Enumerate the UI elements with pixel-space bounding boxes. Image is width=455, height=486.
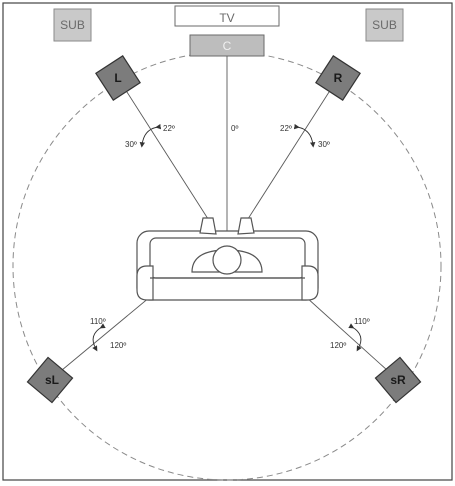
front-left-angle-outer: 30º <box>125 140 137 149</box>
front-left-angle-inner: 22º <box>163 124 175 133</box>
speaker-lines <box>49 56 399 381</box>
curved-arrow-icon <box>139 123 162 148</box>
front-right-angle-inner: 22º <box>280 124 292 133</box>
speaker-front-right-label: R <box>334 71 343 85</box>
center-speaker-label: C <box>223 39 232 53</box>
front-left-line <box>117 77 211 223</box>
center-speaker: C <box>189 34 265 57</box>
surround-right-line <box>305 296 399 381</box>
tv-label: TV <box>219 11 234 25</box>
surround-left-angle-outer: 120º <box>110 341 126 350</box>
speaker-front-left <box>95 55 141 101</box>
curved-arrow-icon <box>92 323 106 352</box>
subwoofer-right: SUB <box>365 8 404 42</box>
subwoofer-left: SUB <box>53 8 92 42</box>
surround-right-angle-outer: 120º <box>330 341 346 350</box>
subwoofer-left-label: SUB <box>60 18 85 32</box>
surround-left-angle-inner: 110º <box>90 317 106 326</box>
front-right-angle-outer: 30º <box>318 140 330 149</box>
speaker-surround-left <box>26 356 74 404</box>
speaker-front-right <box>315 55 361 101</box>
listener-icon <box>191 217 263 275</box>
surround-left-line <box>49 296 151 381</box>
curved-arrow-icon <box>348 323 362 352</box>
front-right-line <box>245 77 339 223</box>
speaker-surround-right <box>374 356 422 404</box>
speaker-surround-right-label: sR <box>390 373 406 387</box>
subwoofer-right-label: SUB <box>372 18 397 32</box>
tv: TV <box>174 5 280 27</box>
speaker-surround-left-label: sL <box>45 373 59 387</box>
curved-arrow-icon <box>293 123 316 148</box>
surround-right-angle-inner: 110º <box>354 317 370 326</box>
center-angle-label: 0º <box>231 124 238 133</box>
speaker-front-left-label: L <box>114 71 121 85</box>
listening-circle <box>12 51 442 481</box>
